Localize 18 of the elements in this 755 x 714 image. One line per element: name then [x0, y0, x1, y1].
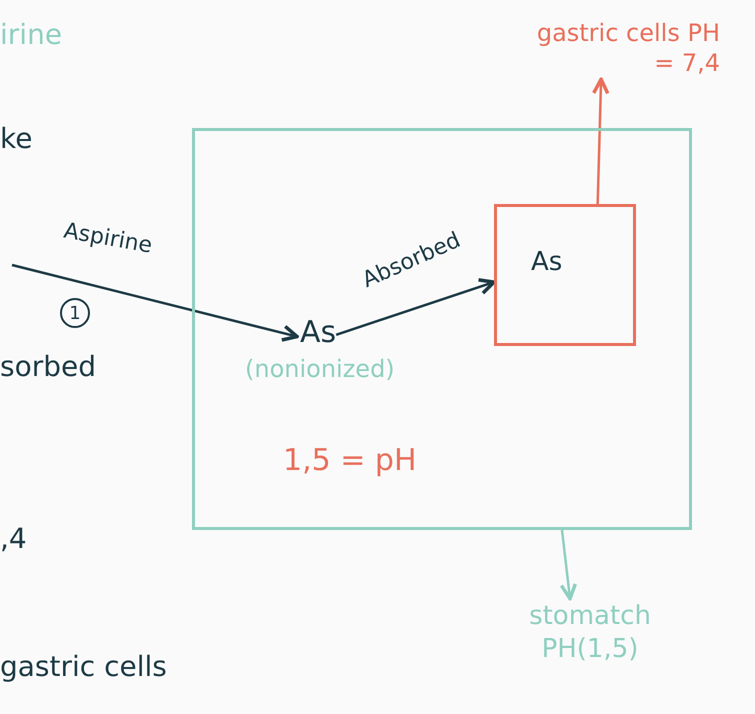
- arrow: [336, 278, 496, 336]
- arrow: [560, 530, 578, 600]
- step-number: 1: [60, 298, 90, 328]
- stomach-box: [192, 128, 692, 530]
- arrow: [12, 264, 299, 342]
- node-text: stomatch PH(1,5): [490, 600, 690, 665]
- node-text: As: [300, 315, 336, 351]
- node-text: As: [531, 247, 562, 278]
- cell-box: [494, 204, 636, 346]
- node-note: (nonionized): [245, 355, 395, 384]
- cut-off-text: gastric cells: [0, 650, 167, 684]
- ph-value: 1,5 = pH: [283, 443, 417, 479]
- cut-off-text: irine: [0, 18, 62, 52]
- cut-off-text: ke: [0, 122, 32, 156]
- arrow: [592, 77, 610, 204]
- cut-off-text: sorbed: [0, 350, 96, 384]
- cut-off-text: ,4: [0, 522, 27, 556]
- node-text: gastric cells PH = 7,4: [515, 18, 720, 78]
